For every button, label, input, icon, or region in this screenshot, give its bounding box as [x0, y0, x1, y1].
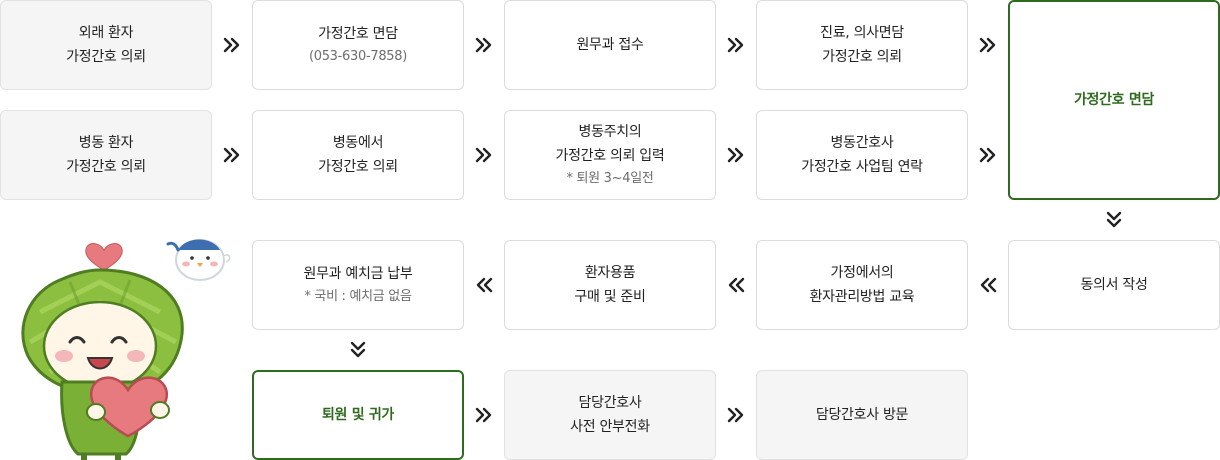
step-ward-home-care-request: 병동에서 가정간호 의뢰: [252, 110, 464, 200]
double-chevron-right-icon: [472, 143, 496, 167]
step-pre-call-line2: 사전 안부전화: [570, 419, 650, 435]
double-chevron-right-icon: [976, 33, 1000, 57]
step-outpatient-line2: 가정간호 의뢰: [66, 49, 146, 65]
double-chevron-right-icon: [472, 403, 496, 427]
step-ward-line1: 병동 환자: [78, 135, 134, 151]
step-home-care-consult: 가정간호 면담 (053-630-7858): [252, 0, 464, 90]
step-consult-title: 가정간호 면담: [318, 26, 398, 42]
step-nurse-visit-label: 담당간호사 방문: [815, 407, 909, 423]
small-heart-icon: [85, 243, 123, 271]
step-nurse-line2: 가정간호 사업팀 연락: [801, 159, 923, 175]
step-discharge: 퇴원 및 귀가: [252, 370, 464, 460]
step-ward-request: 병동 환자 가정간호 의뢰: [0, 110, 212, 200]
step-payment-label: 원무과 예치금 납부: [303, 266, 413, 282]
step-pre-call: 담당간호사 사전 안부전화: [504, 370, 716, 460]
step-supplies-line2: 구매 및 준비: [574, 289, 646, 305]
step-doctor-line2: 가정간호 의뢰 입력: [555, 148, 665, 164]
step-outpatient-request: 외래 환자 가정간호 의뢰: [0, 0, 212, 90]
step-supplies: 환자용품 구매 및 준비: [504, 240, 716, 330]
step-consent-label: 동의서 작성: [1080, 277, 1148, 293]
step-reception-label: 원무과 접수: [576, 37, 644, 53]
double-chevron-right-icon: [220, 143, 244, 167]
double-chevron-down-icon: [346, 338, 370, 362]
step-ward-request-line1: 병동에서: [332, 135, 384, 151]
step-doctor-line1: 병동주치의: [578, 124, 642, 140]
step-reception: 원무과 접수: [504, 0, 716, 90]
step-outpatient-line1: 외래 환자: [78, 25, 134, 41]
double-chevron-right-icon: [724, 403, 748, 427]
step-home-care-interview-label: 가정간호 면담: [1073, 92, 1155, 108]
step-home-education: 가정에서의 환자관리방법 교육: [756, 240, 968, 330]
double-chevron-left-icon: [976, 273, 1000, 297]
double-chevron-left-icon: [472, 273, 496, 297]
step-payment: 원무과 예치금 납부 * 국비 : 예치금 없음: [252, 240, 464, 330]
double-chevron-right-icon: [724, 143, 748, 167]
mascot-illustration: [21, 239, 231, 460]
double-chevron-right-icon: [976, 143, 1000, 167]
bird-icon: [166, 239, 231, 281]
step-education-line2: 환자관리방법 교육: [809, 289, 915, 305]
step-ward-request-line2: 가정간호 의뢰: [318, 159, 398, 175]
step-payment-note: * 국비 : 예치금 없음: [304, 289, 412, 304]
double-chevron-right-icon: [220, 33, 244, 57]
double-chevron-right-icon: [472, 33, 496, 57]
step-treatment-line2: 가정간호 의뢰: [822, 49, 902, 65]
step-consult-phone: (053-630-7858): [308, 49, 408, 64]
big-heart-icon: [89, 376, 168, 438]
step-home-care-interview: 가정간호 면담: [1008, 0, 1220, 200]
step-supplies-line1: 환자용품: [584, 265, 636, 281]
step-consent: 동의서 작성: [1008, 240, 1220, 330]
double-chevron-down-icon: [1102, 208, 1126, 232]
step-pre-call-line1: 담당간호사: [578, 395, 642, 411]
step-treatment-line1: 진료, 의사면담: [820, 25, 904, 41]
step-doctor-input: 병동주치의 가정간호 의뢰 입력 * 퇴원 3~4일전: [504, 110, 716, 200]
double-chevron-right-icon: [724, 33, 748, 57]
step-nurse-visit: 담당간호사 방문: [756, 370, 968, 460]
step-treatment-request: 진료, 의사면담 가정간호 의뢰: [756, 0, 968, 90]
step-education-line1: 가정에서의: [830, 265, 894, 281]
step-nurse-line1: 병동간호사: [830, 135, 894, 151]
step-nurse-contact: 병동간호사 가정간호 사업팀 연락: [756, 110, 968, 200]
double-chevron-left-icon: [724, 273, 748, 297]
step-discharge-label: 퇴원 및 귀가: [321, 407, 395, 423]
step-doctor-note: * 퇴원 3~4일전: [566, 171, 654, 186]
step-ward-line2: 가정간호 의뢰: [66, 159, 146, 175]
